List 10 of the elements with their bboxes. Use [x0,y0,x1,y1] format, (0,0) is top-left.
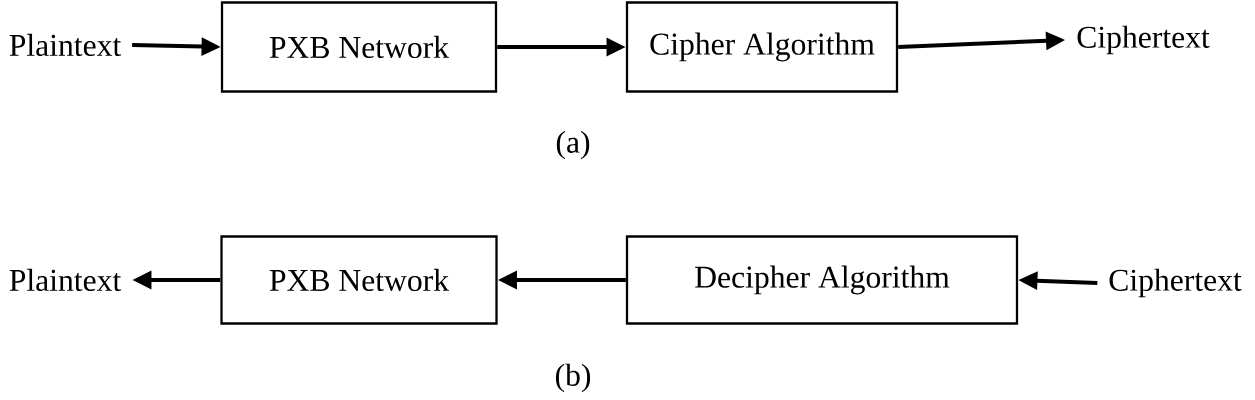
process-box: PXB Network [220,235,498,325]
process-box: Decipher Algorithm [625,235,1019,325]
caption-label: (a) [556,130,590,160]
text-label: Ciphertext [1109,268,1242,298]
text-label: Plaintext [9,33,122,57]
process-box: PXB Network [220,1,498,93]
text-label: Plaintext [9,268,122,292]
process-box: Cipher Algorithm [625,1,899,93]
text-label: Ciphertext [1077,25,1210,55]
caption-label: (b) [555,363,591,393]
